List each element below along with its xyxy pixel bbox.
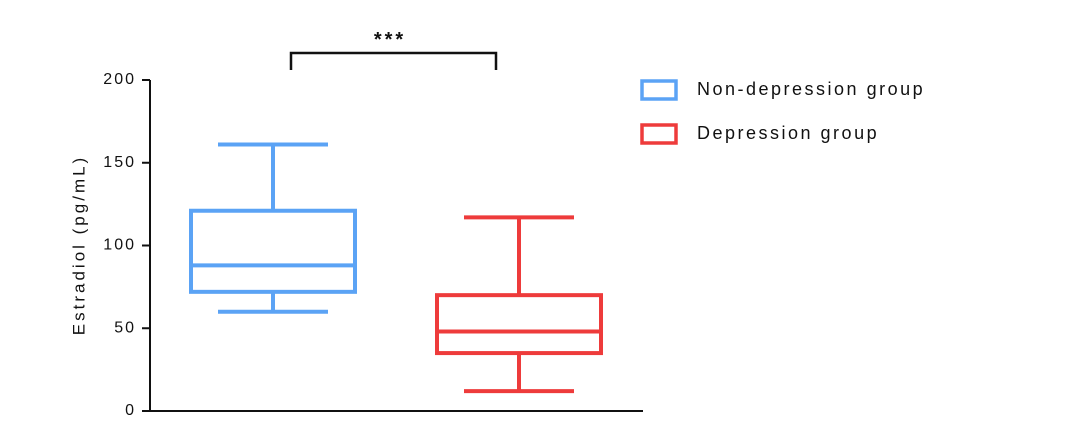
box-2 — [435, 215, 603, 394]
y-ticks: 0 50 100 150 200 — [103, 71, 150, 419]
y-axis: 0 50 100 150 200 Estradiol (pg/mL) — [69, 71, 151, 419]
legend-label: Non-depression group — [697, 79, 925, 99]
y-tick-label: 100 — [103, 237, 136, 254]
bracket-line — [289, 51, 498, 70]
y-tick-label: 150 — [103, 154, 136, 171]
significance-bracket: *** — [289, 29, 498, 70]
iqr-box — [435, 293, 603, 356]
legend-swatch — [640, 79, 678, 101]
y-axis-title: Estradiol (pg/mL) — [69, 155, 88, 335]
legend-swatch — [640, 123, 678, 145]
boxes — [189, 142, 603, 394]
significance-label: *** — [374, 29, 406, 51]
box-1 — [189, 142, 357, 314]
iqr-box — [189, 208, 357, 294]
y-tick-label: 200 — [103, 71, 136, 88]
y-tick-label: 50 — [114, 319, 136, 336]
y-tick-label: 0 — [125, 402, 136, 419]
legend-label: Depression group — [697, 123, 879, 143]
